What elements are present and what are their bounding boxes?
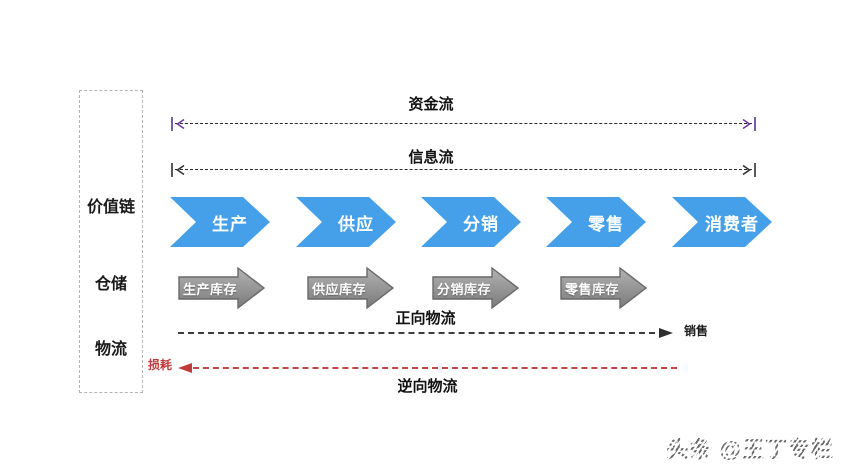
warehouse-arrow: 分销库存 [432,266,520,310]
capital-flow-line [171,117,756,131]
warehouse-arrow-label: 分销库存 [436,281,491,297]
warehouse-arrow-label: 生产库存 [182,281,237,297]
value-chain-stage: 生产 [170,197,270,247]
dashed-line [175,123,752,124]
line-endcap [754,163,756,177]
warehouse-arrow-label: 供应库存 [311,281,366,297]
arrowhead-right-icon [742,118,751,130]
dashed-line [178,332,655,334]
row-label-value-chain: 价值链 [86,199,135,216]
row-label-warehouse: 仓储 [94,276,127,293]
warehouse-arrow: 供应库存 [307,266,395,310]
line-endcap [754,117,756,131]
arrowhead-left-icon [176,118,185,130]
row-labels-box [79,90,143,393]
line-endcap [171,163,173,177]
warehouse-arrow: 零售库存 [560,266,648,310]
arrowhead-right-icon [742,164,751,176]
arrowhead-right-icon [659,328,673,338]
information-flow-line [171,163,756,177]
capital-flow-label: 资金流 [408,96,454,113]
value-chain-stage: 分销 [421,197,521,247]
dashed-line [175,169,752,170]
information-flow-label: 信息流 [408,149,454,166]
dashed-line [193,367,677,369]
value-chain-stage: 消费者 [672,197,772,247]
toutiao-watermark: 头条 @王丁专栏 [666,432,834,464]
value-chain-stage: 供应 [296,197,396,247]
gray-arrow-icon [178,266,266,310]
warehouse-arrow-label: 零售库存 [564,281,619,297]
line-endcap [171,117,173,131]
arrowhead-left-icon [176,164,185,176]
gray-arrow-icon [432,266,520,310]
reverse-logistics-label: 逆向物流 [397,378,458,395]
warehouse-arrow: 生产库存 [178,266,266,310]
arrowhead-left-icon [178,363,192,373]
sales-label: 销售 [684,324,709,338]
loss-label: 损耗 [148,358,173,372]
forward-logistics-label: 正向物流 [395,310,456,327]
value-chain-stage: 零售 [546,197,646,247]
reverse-logistics-line [178,362,677,374]
gray-arrow-icon [307,266,395,310]
forward-logistics-line [178,327,673,339]
row-label-logistics: 物流 [94,341,127,358]
gray-arrow-icon [560,266,648,310]
